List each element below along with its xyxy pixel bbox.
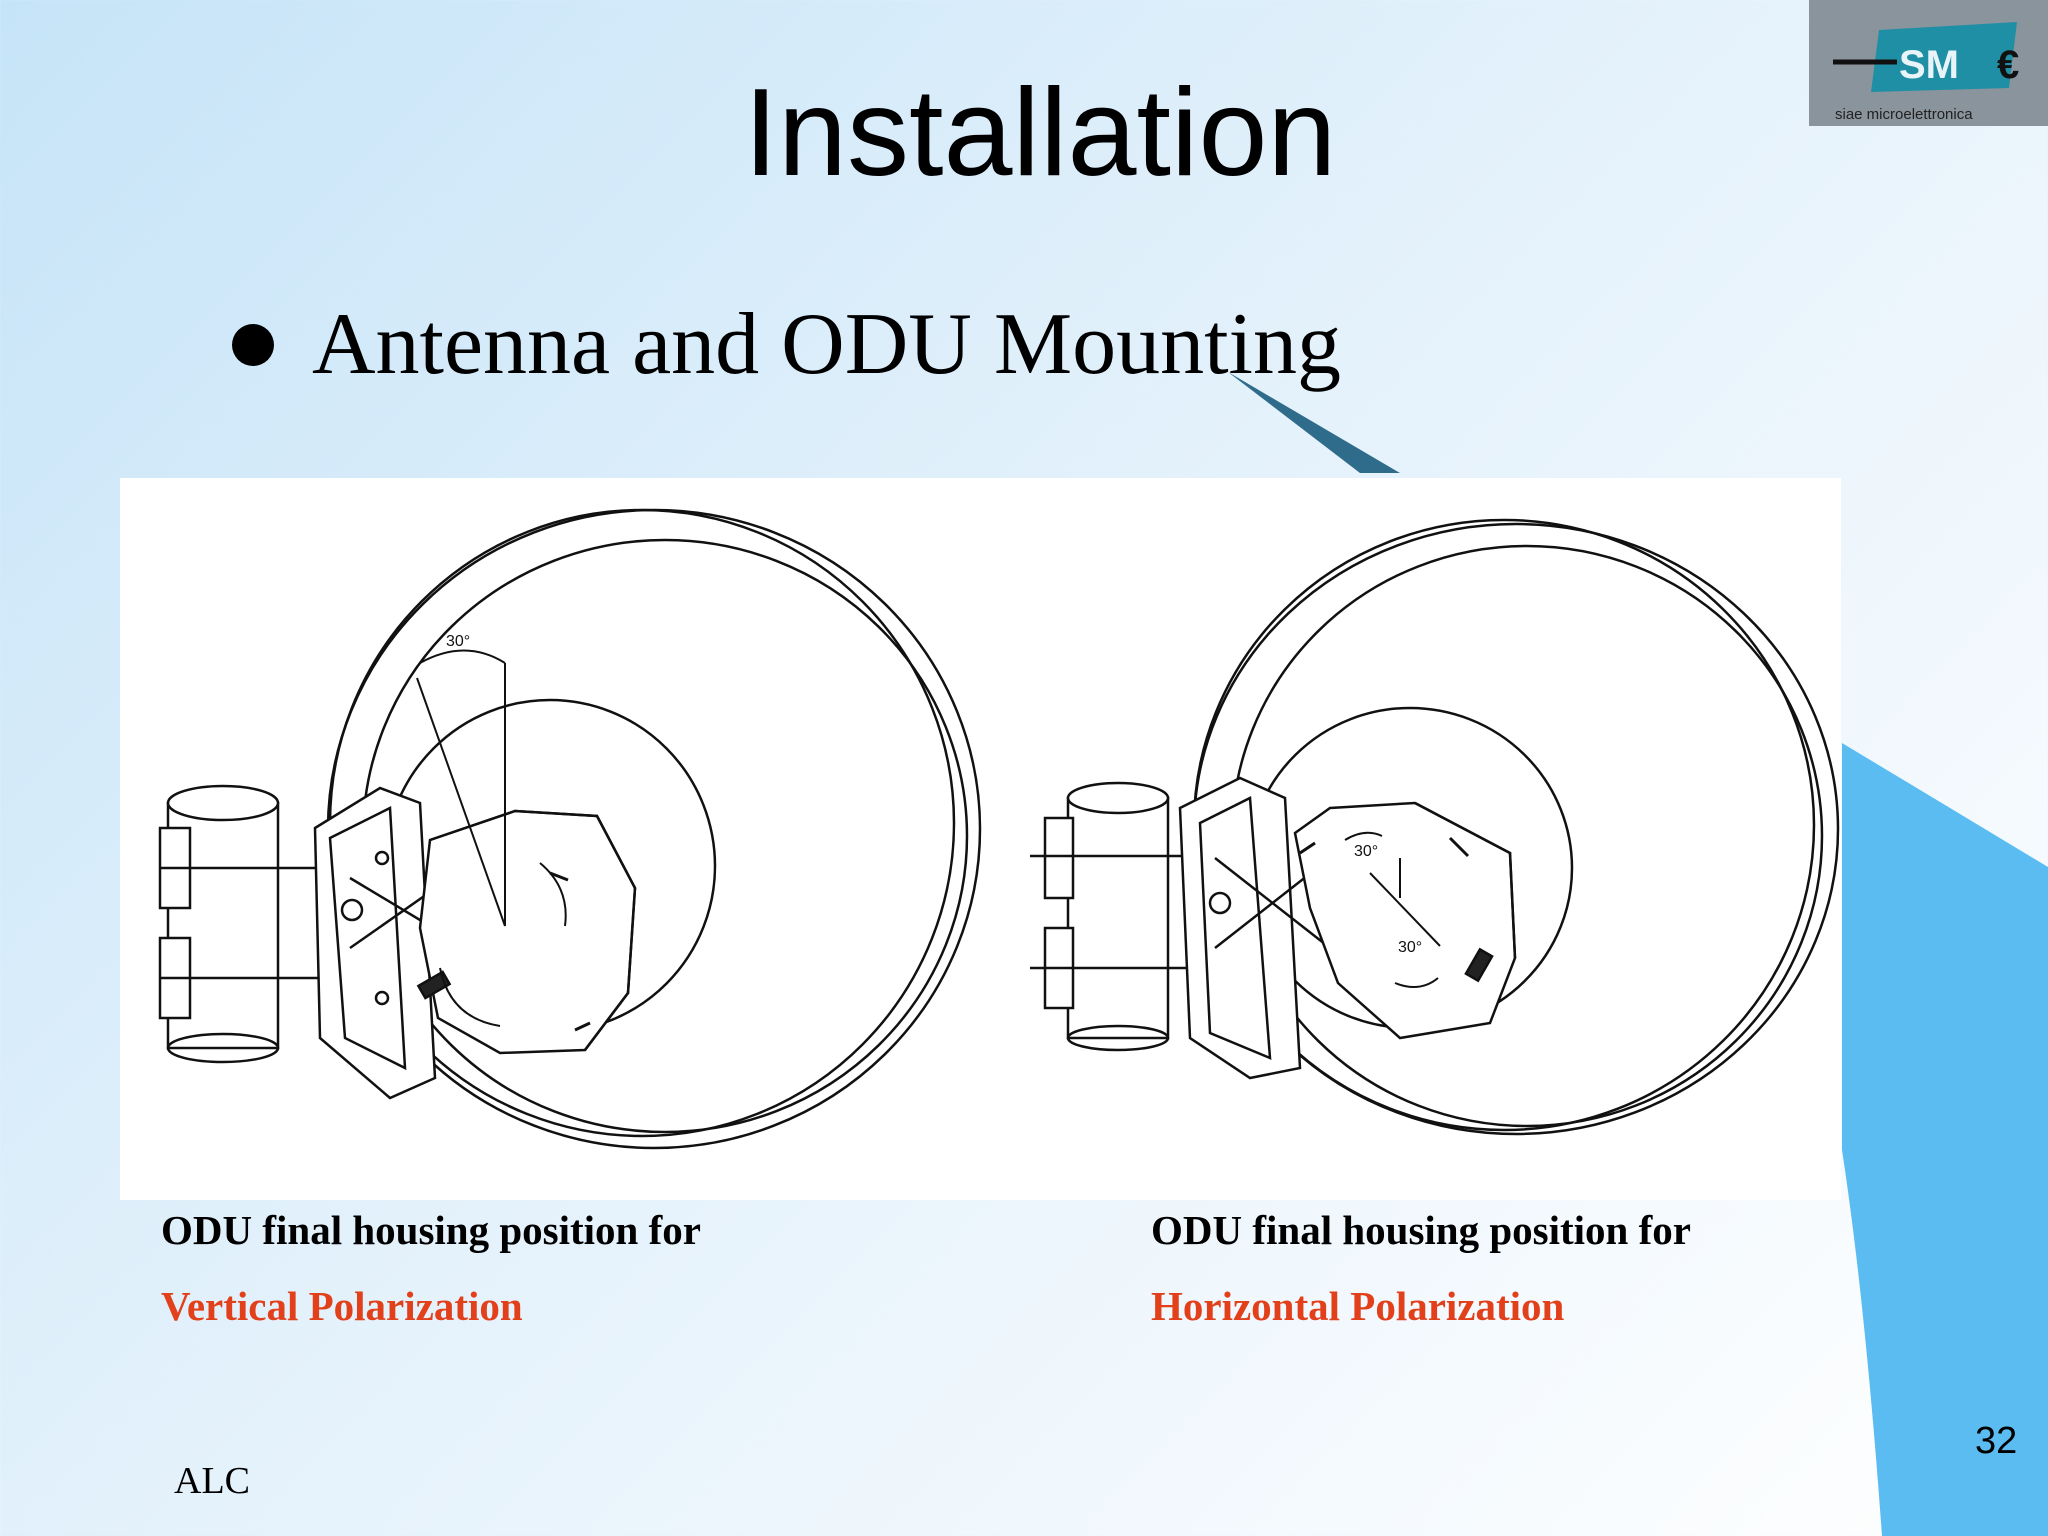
slide-title: Installation xyxy=(743,64,1337,202)
company-logo: SM € siae microelettronica xyxy=(1809,0,2048,126)
right-antenna-drawing: 30° 30° xyxy=(1030,518,1840,1136)
left-caption-polarization: Vertical Polarization xyxy=(161,1283,523,1329)
antenna-drawing: 30° xyxy=(158,508,1840,1150)
left-caption-line1: ODU final housing position for xyxy=(161,1207,701,1253)
footer-text: ALC xyxy=(174,1460,250,1502)
svg-text:30°: 30° xyxy=(1354,843,1378,860)
logo-icon: SM € siae microelettronica xyxy=(1809,0,2048,126)
bullet-item: Antenna and ODU Mounting xyxy=(232,294,1341,395)
svg-text:€: € xyxy=(1997,43,2019,87)
left-antenna-drawing: 30° xyxy=(158,508,982,1150)
bullet-dot-icon xyxy=(232,323,274,366)
right-caption-polarization: Horizontal Polarization xyxy=(1151,1283,1565,1329)
svg-text:30°: 30° xyxy=(446,633,470,650)
bullet-text: Antenna and ODU Mounting xyxy=(312,296,1341,393)
svg-text:SM: SM xyxy=(1899,43,1959,87)
page-number: 32 xyxy=(1975,1420,2018,1462)
right-caption-line1: ODU final housing position for xyxy=(1151,1207,1691,1253)
svg-text:30°: 30° xyxy=(1398,939,1422,956)
antenna-figure: 30° xyxy=(120,478,1841,1200)
svg-text:siae microelettronica: siae microelettronica xyxy=(1835,106,1973,123)
